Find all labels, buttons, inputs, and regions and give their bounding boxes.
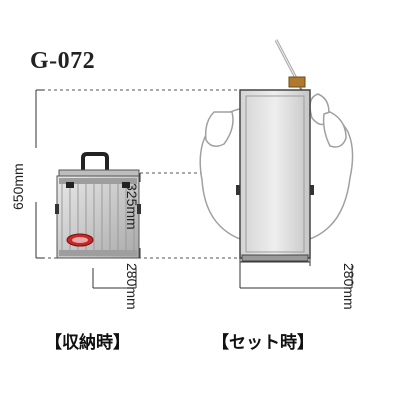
set-case-panel [236, 89, 314, 266]
panel-base [241, 254, 309, 262]
total-height-label: 650mm [10, 163, 26, 210]
dimension-650-bracket [35, 89, 44, 259]
dimension-280-set-bracket [239, 266, 353, 289]
panel-hinge-left [236, 185, 240, 195]
set-depth-label: 280mm [341, 263, 357, 310]
case-top-band [59, 178, 137, 184]
stored-depth-label: 280mm [124, 263, 140, 310]
panel-hinge-right [310, 185, 314, 195]
case-hinge-right [137, 204, 141, 214]
model-code: G-072 [30, 48, 96, 74]
rod-holder [288, 76, 306, 88]
brand-logo-mark [72, 237, 88, 243]
case-handle [81, 152, 109, 170]
case-body [56, 175, 140, 259]
case-hinge-left [55, 204, 59, 214]
caption-set: 【セット時】 [212, 333, 314, 353]
case-bottom-band [59, 250, 137, 256]
stored-case [55, 152, 141, 259]
case-latch-right [122, 182, 130, 188]
panel-inner-frame [245, 95, 305, 253]
left-shoulder-outline [204, 111, 234, 147]
right-shoulder-outline [322, 111, 347, 148]
panel-board [239, 89, 311, 259]
case-latch-left [66, 182, 74, 188]
dimension-280-stored-bracket [92, 268, 137, 289]
case-height-label: 325mm [124, 183, 140, 230]
caption-stored: 【収納時】 [45, 333, 130, 353]
